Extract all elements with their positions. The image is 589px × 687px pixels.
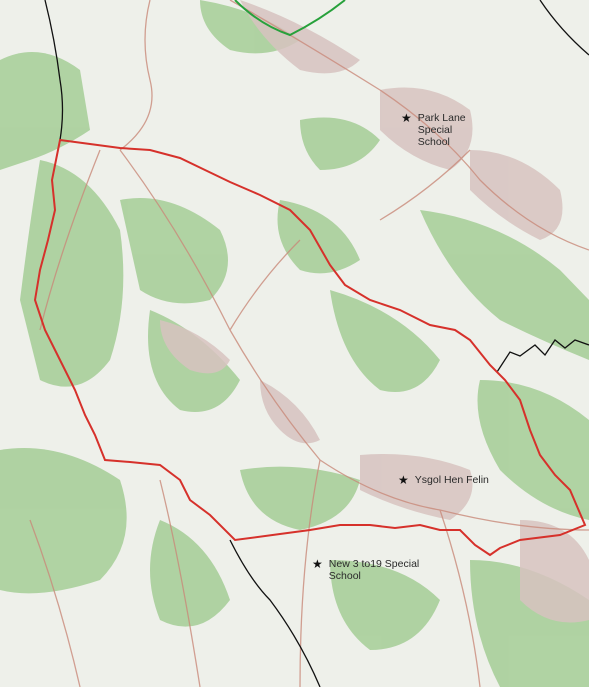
study-area-boundary (33, 138, 587, 557)
school-label-ysgol-hen-felin: Ysgol Hen Felin (414, 474, 489, 486)
school-label-new-3-to-19: New 3 to19 Special School (328, 558, 420, 582)
school-marker-new-3-to-19[interactable]: ★ New 3 to19 Special School (312, 558, 419, 582)
star-icon: ★ (398, 473, 409, 487)
settlements (160, 0, 589, 623)
star-icon: ★ (312, 557, 323, 571)
county-boundary-lines (44, 0, 589, 687)
school-label-park-lane: Park Lane Special School (417, 112, 466, 148)
school-marker-park-lane[interactable]: ★ Park Lane Special School (401, 112, 466, 148)
star-icon: ★ (401, 111, 412, 125)
school-marker-ysgol-hen-felin[interactable]: ★ Ysgol Hen Felin (398, 474, 489, 486)
national-boundary-line (234, 0, 346, 37)
roads (29, 0, 589, 687)
